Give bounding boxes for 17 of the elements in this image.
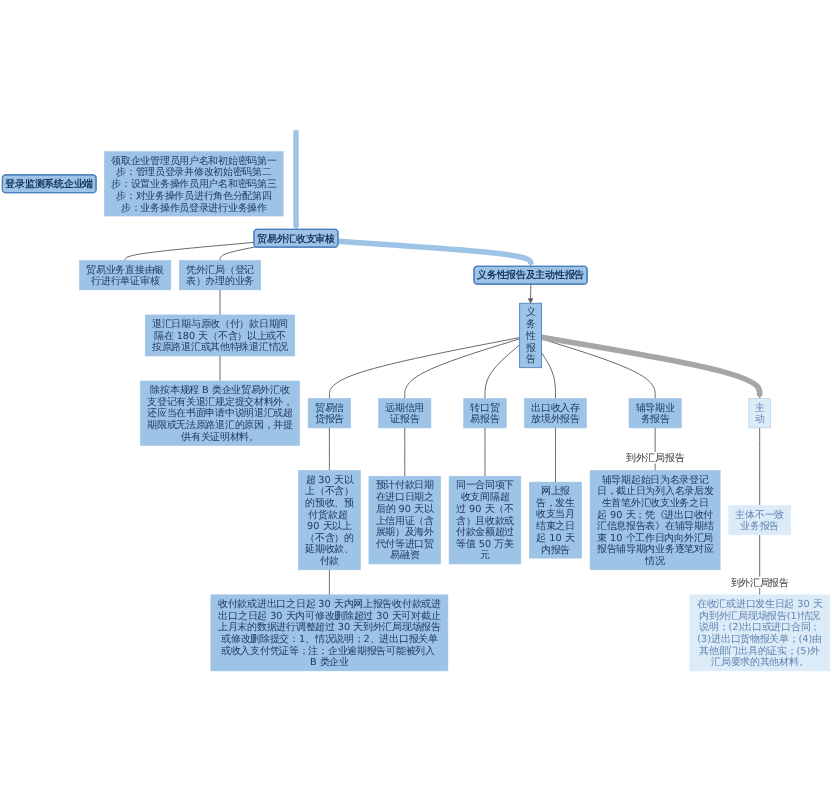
- connector: [541, 352, 556, 399]
- connector: [541, 338, 656, 399]
- connector: [328, 569, 330, 596]
- connector: [328, 337, 521, 399]
- connector: [555, 427, 556, 483]
- arrow: [541, 334, 763, 399]
- arrow: [293, 130, 299, 230]
- connector: [484, 344, 521, 399]
- connector: [759, 427, 761, 506]
- connector: [124, 241, 255, 261]
- connector: [484, 427, 486, 477]
- arrow: [338, 238, 534, 267]
- connector: [219, 246, 257, 261]
- connector: [404, 427, 406, 477]
- connector: [328, 427, 330, 471]
- connector: [404, 338, 521, 399]
- connector: [759, 534, 761, 596]
